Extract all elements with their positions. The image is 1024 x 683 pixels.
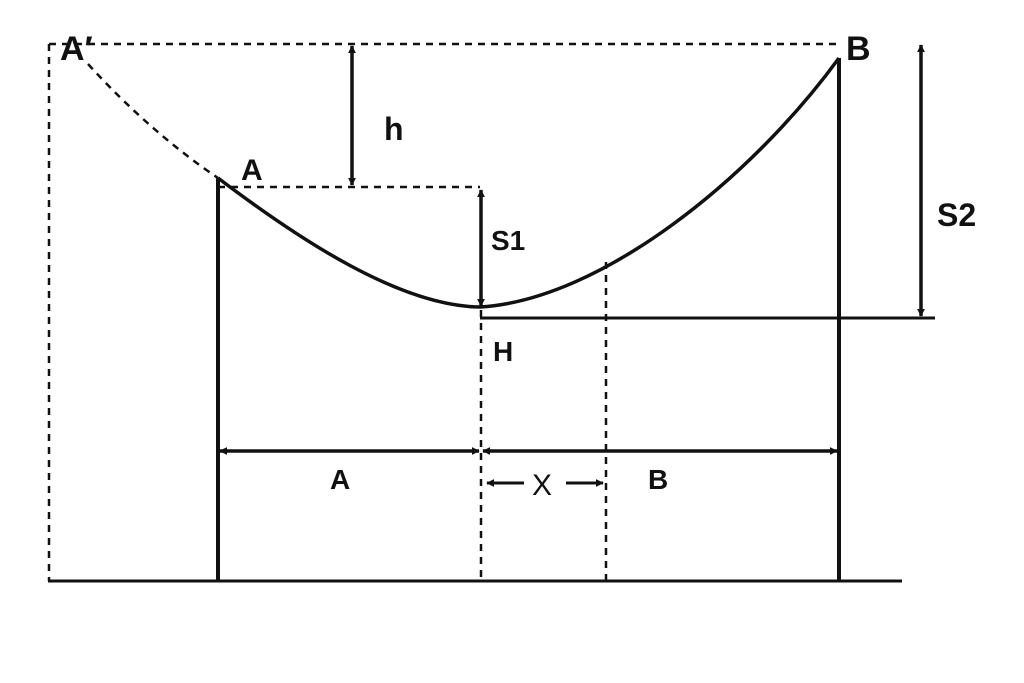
label-x-span: X <box>532 469 552 502</box>
conductor-curve <box>216 56 841 309</box>
label-b-span: B <box>648 464 668 495</box>
label-h-low: H <box>493 336 513 367</box>
label-s1: S1 <box>491 225 525 256</box>
label-a-prime: A′ <box>60 30 93 68</box>
label-h: h <box>384 111 404 147</box>
label-a-top: A <box>241 154 263 187</box>
label-a-span: A <box>330 464 350 495</box>
label-s2: S2 <box>937 197 976 233</box>
virtual-curve-dashed <box>87 63 219 180</box>
label-b-top: B <box>846 30 871 68</box>
